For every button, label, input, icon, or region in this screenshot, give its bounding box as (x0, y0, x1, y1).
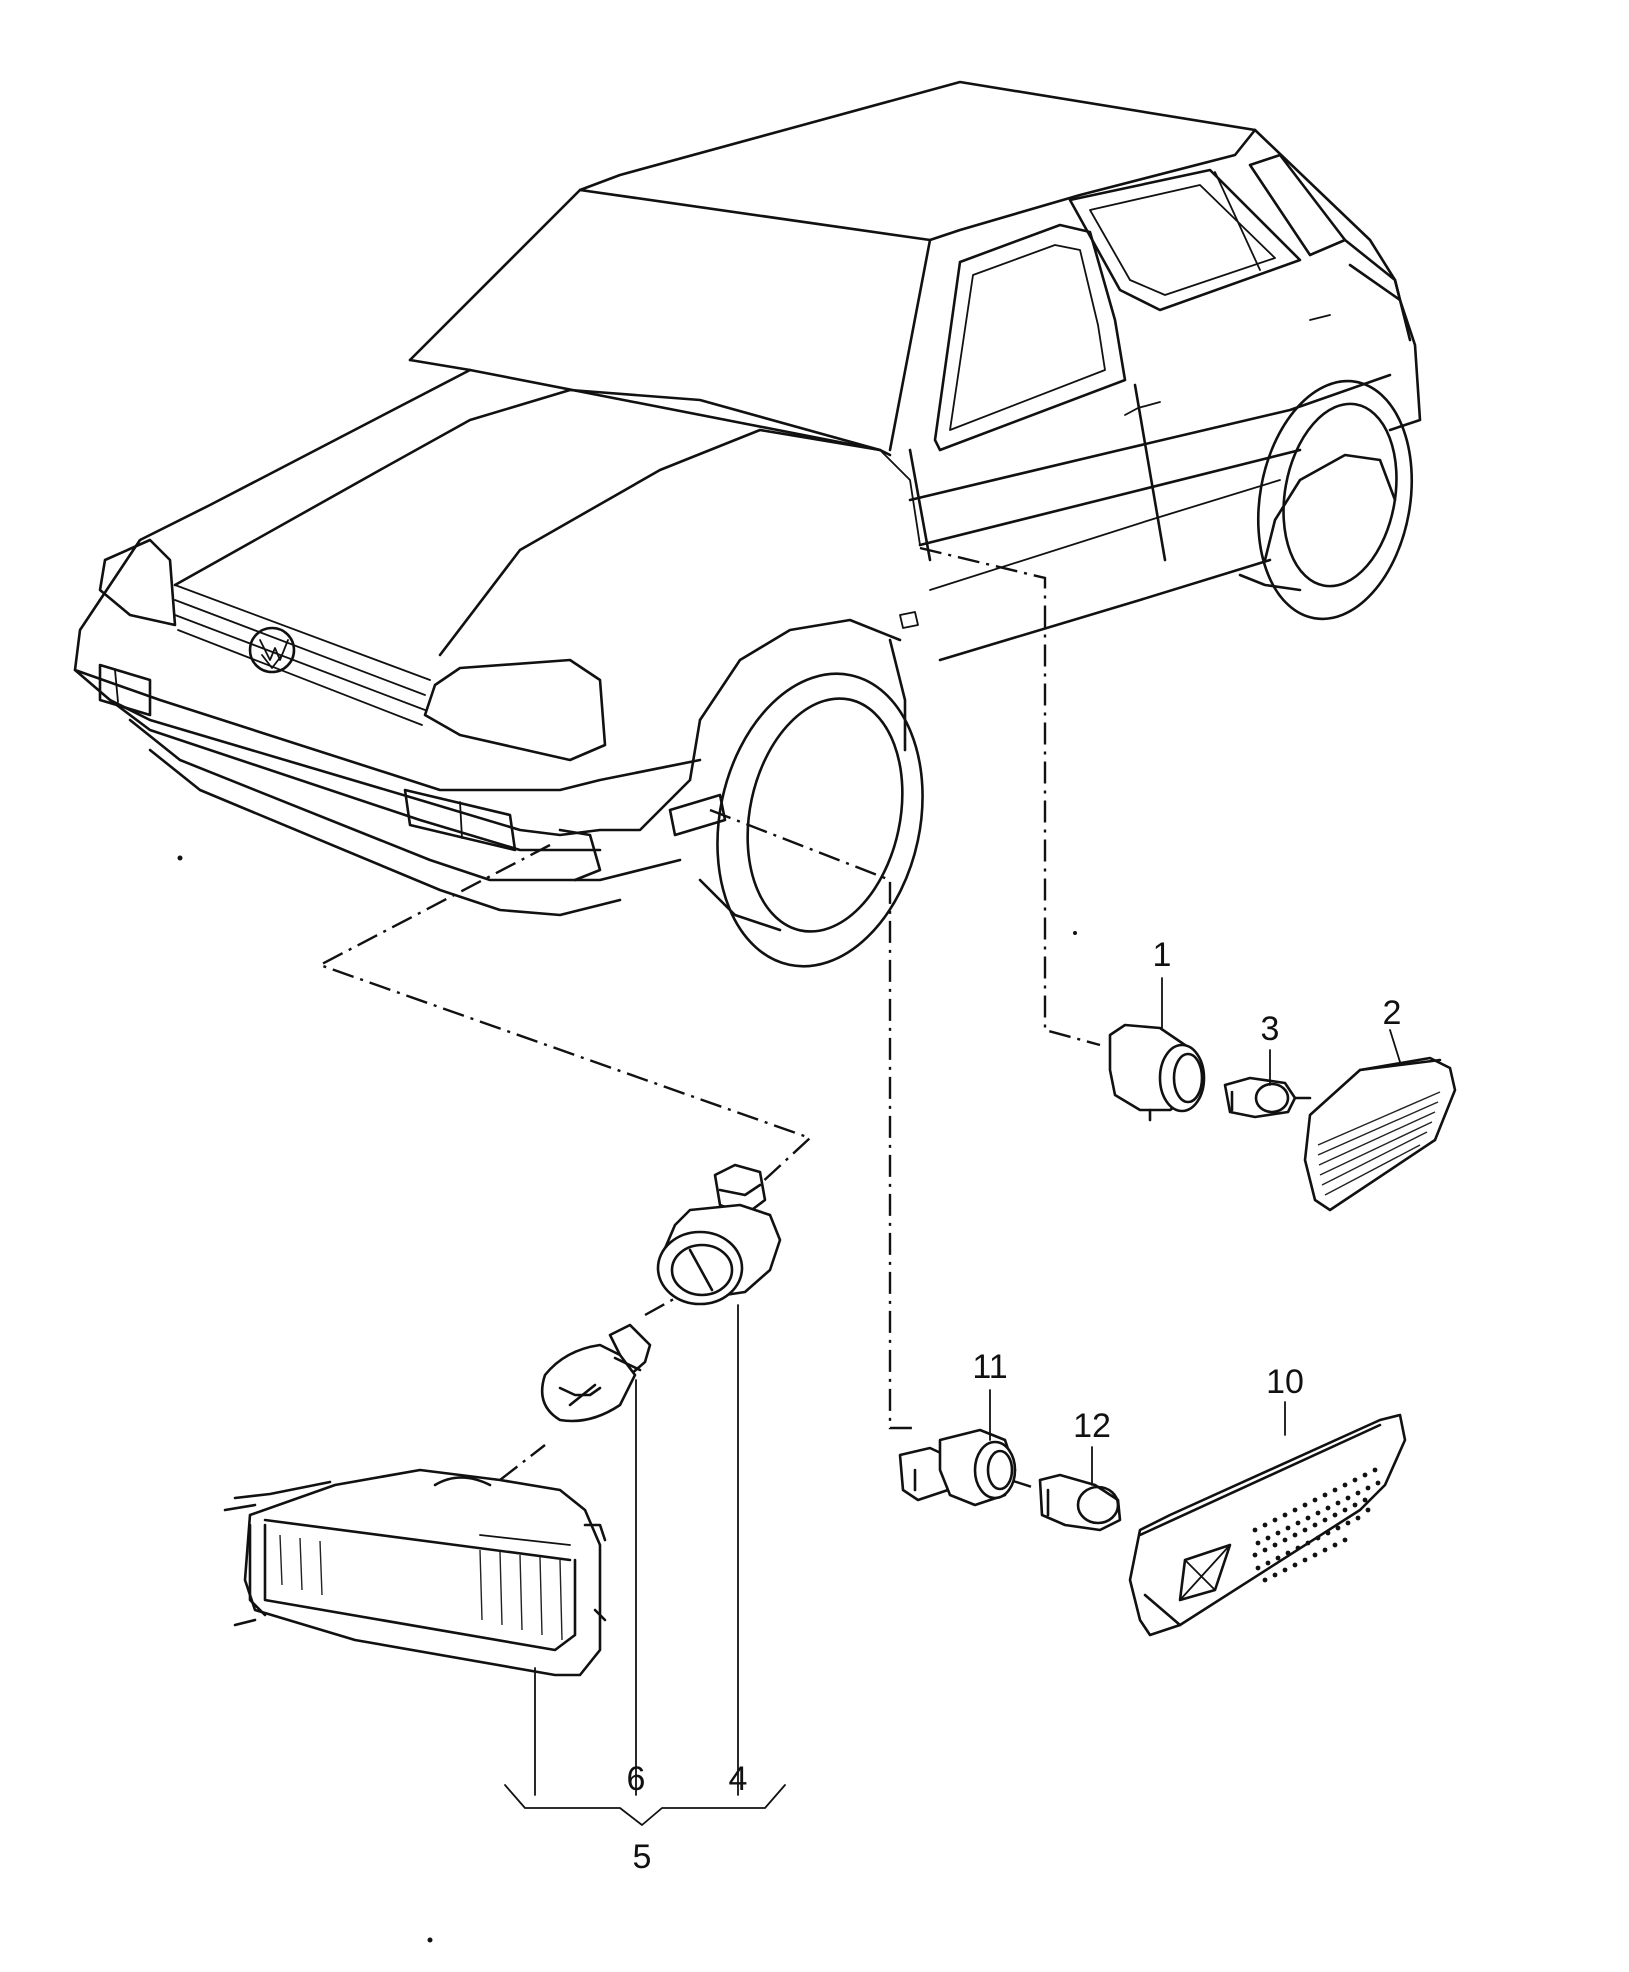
leader-fog-housing (499, 1444, 546, 1481)
callout-labels: 1 2 3 4 5 6 10 11 12 (627, 936, 1402, 1876)
callout-6: 6 (627, 1760, 646, 1798)
part-4-socket (656, 1163, 782, 1306)
callout-leaders (504, 977, 1401, 1826)
leader-side-marker (919, 546, 1101, 1047)
part-5-fog-lamp (223, 1468, 607, 1677)
callout-10: 10 (1266, 1363, 1304, 1401)
part-11-socket (898, 1428, 1017, 1507)
part-10-turn-signal (1128, 1413, 1407, 1637)
callout-4: 4 (729, 1760, 748, 1798)
part-12-bulb (1038, 1473, 1122, 1532)
callout-5: 5 (633, 1838, 652, 1876)
part-1-bulb-holder (1108, 1023, 1206, 1122)
leader-lines (316, 546, 1101, 1489)
callout-1: 1 (1153, 936, 1172, 974)
leader-turn-signal (709, 808, 915, 1430)
part-3-bulb (1223, 1076, 1312, 1119)
callout-12: 12 (1073, 1407, 1111, 1445)
part-6-bulb (540, 1323, 652, 1423)
callout-2: 2 (1383, 994, 1402, 1032)
callout-11: 11 (972, 1348, 1007, 1386)
leader-fog-lamp (316, 843, 813, 1199)
callout-3: 3 (1261, 1010, 1280, 1048)
part-2-side-marker (1303, 1056, 1457, 1212)
car-illustration (73, 80, 1422, 1943)
